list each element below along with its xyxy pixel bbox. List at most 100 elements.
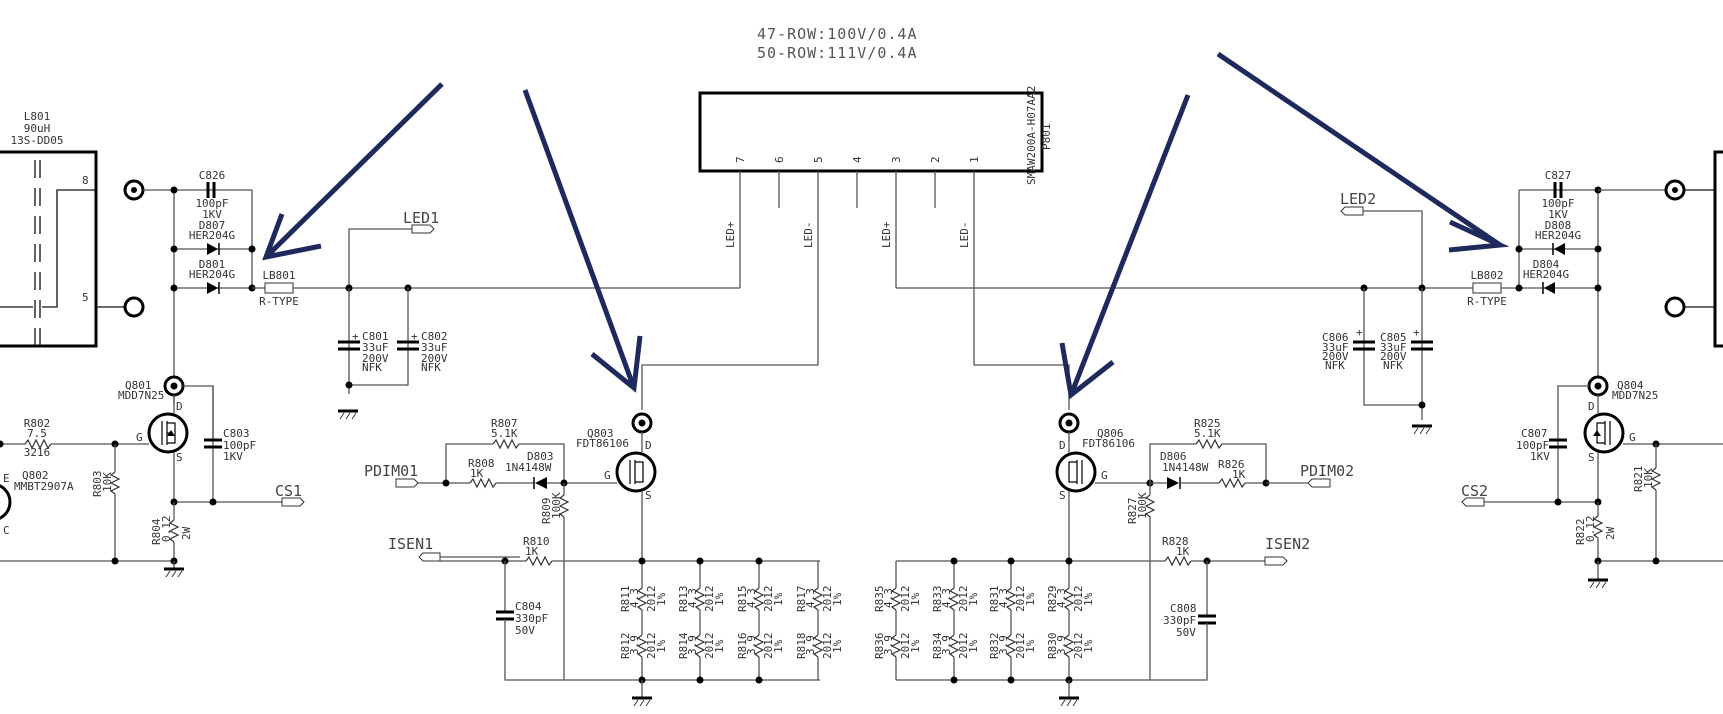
arrow-icon <box>1216 51 1510 253</box>
sense-resistor-ref: R829 <box>1046 586 1059 613</box>
resistor-r807: R807 5.1K <box>445 417 565 483</box>
d803-part: 1N4148W <box>505 461 552 474</box>
c803-ref: C803 <box>223 427 250 440</box>
r828-value: 1K <box>1176 545 1190 558</box>
r802-value: 7.5 <box>27 427 47 440</box>
led1-port[interactable]: LED1 <box>348 209 439 288</box>
r802-ref: R802 <box>24 417 51 430</box>
capacitor-c807: C807 100pF 1KV <box>1516 385 1589 502</box>
r826-ref: R826 <box>1218 458 1245 471</box>
left-dimming-stage: Q803 FDT86106 D G S PDIM01 R808 1K D803 … <box>364 171 844 707</box>
r825-ref: R825 <box>1194 417 1221 430</box>
r810-value: 1K <box>525 545 539 558</box>
sense-resistor-ref: R814 <box>677 632 690 659</box>
sense-resistor-bottom <box>636 634 648 658</box>
resistor-r804: R804 0.12 2W <box>150 502 193 561</box>
c806-ref: C806 <box>1322 331 1349 344</box>
sense-resistor-size: 2012 <box>957 586 970 613</box>
r809-value: 100K <box>550 492 563 519</box>
c803-rating: 1KV <box>223 450 243 463</box>
r803-ref: R803 <box>91 471 104 498</box>
c804-rating: 50V <box>515 624 535 637</box>
l801-pin-8: 8 <box>82 174 89 187</box>
cs1-port[interactable]: CS1 <box>275 482 305 507</box>
d806-part: 1N4148W <box>1162 461 1209 474</box>
r803-value: 10K <box>101 472 114 492</box>
mosfet-q803: Q803 FDT86106 D G S <box>576 427 657 502</box>
c805-ref: C805 <box>1380 331 1407 344</box>
q803-pin-g: G <box>604 469 611 482</box>
sense-resistor-size: 2012 <box>1072 586 1085 613</box>
terminal-right-bottom <box>1664 296 1686 318</box>
q801-pin-d: D <box>176 400 183 413</box>
sense-resistor-tolerance: 1% <box>967 592 980 606</box>
q801-ref: Q801 <box>125 379 152 392</box>
sense-resistor-value: 3.9 <box>997 635 1010 655</box>
q806-pin-g: G <box>1101 469 1108 482</box>
r809-ref: R809 <box>540 498 553 525</box>
c807-value: 100pF <box>1516 439 1549 452</box>
sense-resistor-tolerance: 1% <box>713 639 726 653</box>
connector-pin-number: 6 <box>773 156 786 163</box>
c802-plus: + <box>411 330 418 343</box>
c826-rating: 1KV <box>202 208 222 221</box>
d808-ref: D808 <box>1545 219 1572 232</box>
sense-resistor-tolerance: 1% <box>772 639 785 653</box>
q804-pin-g: G <box>1629 431 1636 444</box>
d808-part: HER204G <box>1535 229 1581 242</box>
d803-ref: D803 <box>527 450 554 463</box>
diode-d807: D807 HER204G <box>174 219 252 255</box>
diode-d801: D801 HER204G <box>174 258 252 294</box>
capacitor-c827: C827 100pF 1KV <box>1541 169 1574 221</box>
c826-ref: C826 <box>199 169 226 182</box>
sense-resistor-bottom <box>1063 634 1075 658</box>
pdim02-label: PDIM02 <box>1300 462 1354 480</box>
resistor-r825: R825 5.1K <box>1149 417 1267 483</box>
arrow-icon <box>262 82 444 261</box>
sense-resistor-value: 4.3 <box>997 588 1010 608</box>
q803-ref: Q803 <box>587 427 614 440</box>
led2-port[interactable]: LED2 <box>1340 190 1423 288</box>
connector-ref: P801 <box>1040 124 1053 151</box>
connector-pin-number: 7 <box>734 156 747 163</box>
lb801-ref: LB801 <box>262 269 295 282</box>
sense-resistor-value: 3.9 <box>882 635 895 655</box>
junction-dot <box>1065 557 1073 565</box>
sense-resistor-size: 2012 <box>1014 633 1027 660</box>
isen2-port[interactable]: ISEN2 <box>1264 535 1310 566</box>
sense-resistor-top <box>694 587 706 611</box>
sense-resistor-ref: R834 <box>931 632 944 659</box>
r821-ref: R821 <box>1632 466 1645 493</box>
c805-plus: + <box>1413 326 1420 339</box>
ground-icon <box>1412 424 1432 435</box>
c804-ref: C804 <box>515 600 542 613</box>
q801-part: MDD7N25 <box>118 389 164 402</box>
sense-resistor-tolerance: 1% <box>713 592 726 606</box>
sense-resistor-value: 4.3 <box>686 588 699 608</box>
c808-value: 330pF <box>1163 614 1196 627</box>
capacitor-c803: C803 100pF 1KV <box>204 386 256 502</box>
arrow-icon <box>522 89 643 393</box>
c801-ref: C801 <box>362 330 389 343</box>
pdim02-port[interactable]: PDIM02 <box>1300 462 1354 488</box>
isen1-port[interactable]: ISEN1 <box>388 535 441 562</box>
resistor-r808: R808 1K <box>468 457 534 489</box>
q804-ref: Q804 <box>1617 379 1644 392</box>
sense-resistor-top <box>1063 587 1075 611</box>
c801-rating: 200V <box>362 352 389 365</box>
cs2-label: CS2 <box>1461 482 1488 500</box>
resistor-r821: R821 10K <box>1632 444 1662 561</box>
pdim01-port[interactable]: PDIM01 <box>364 462 419 488</box>
mosfet-q806: Q806 FDT86106 D G S <box>1055 427 1135 502</box>
q803-part: FDT86106 <box>576 437 629 450</box>
r808-ref: R808 <box>468 457 495 470</box>
sense-resistor-tolerance: 1% <box>1024 639 1037 653</box>
cs2-port[interactable]: CS2 <box>1461 482 1488 507</box>
sense-resistor-tolerance: 1% <box>772 592 785 606</box>
r804-value: 0.12 <box>160 516 173 543</box>
sense-resistor-tolerance: 1% <box>1082 639 1095 653</box>
c806-rating: 200V <box>1322 350 1349 363</box>
terminal-q803-drain <box>631 412 653 434</box>
junction-dot <box>950 557 958 565</box>
